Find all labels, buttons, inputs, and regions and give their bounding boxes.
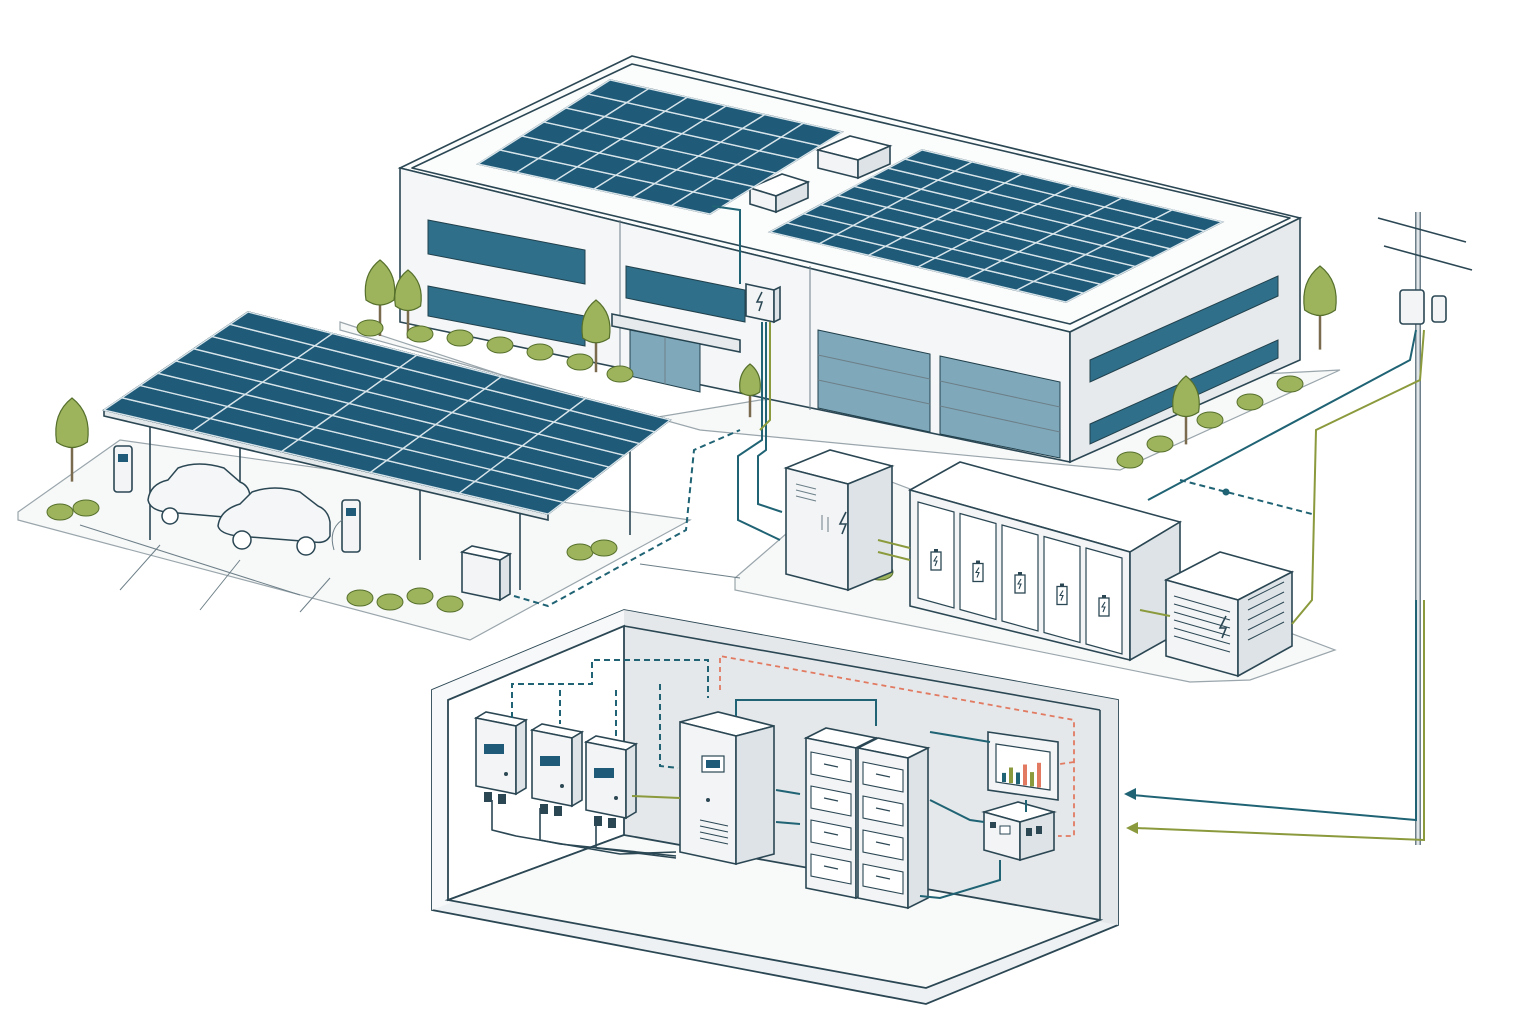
battery-module-door (1043, 535, 1081, 644)
shrub (46, 503, 74, 521)
parked-car (217, 487, 331, 556)
tree (55, 397, 89, 482)
shrub (1116, 451, 1144, 469)
shrub (376, 593, 404, 611)
ev-charger (113, 445, 133, 493)
string-inverter-group (473, 711, 639, 828)
shrub (406, 587, 434, 605)
solar-panel-cell (779, 122, 844, 147)
rooftop-solar-array-west (475, 79, 845, 215)
tree (1303, 265, 1337, 350)
shrub (446, 329, 474, 347)
shrub (1146, 435, 1174, 453)
main-inverter-cabinet (783, 449, 895, 592)
shrub (590, 539, 618, 557)
pole-transformer (1399, 289, 1447, 325)
monitor-bar (1009, 767, 1013, 784)
shrub (526, 343, 554, 361)
rooftop-hvac-unit (747, 173, 811, 214)
battery-icon (1014, 572, 1026, 594)
carport-solar-array (102, 311, 672, 515)
battery-drawer (862, 829, 904, 861)
battery-drawer (810, 853, 852, 885)
lightning-bolt-icon (755, 291, 764, 312)
bar-chart-icon (1002, 762, 1041, 788)
equipment-room-wiring (491, 654, 1075, 900)
shrub (606, 365, 634, 383)
battery-module-door (1085, 547, 1123, 655)
shrub (566, 543, 594, 561)
shrub (72, 499, 100, 517)
battery-icon (930, 549, 942, 571)
power-conversion-cabinet (679, 711, 775, 866)
shrub (436, 595, 464, 613)
carport-inverter-cabinet (459, 545, 513, 602)
battery-module-door (917, 501, 955, 609)
rooftop-solar-array-east (767, 149, 1225, 303)
battery-drawer (810, 751, 852, 783)
tree (739, 363, 761, 418)
monitor-bar (1016, 772, 1020, 785)
shrub (1196, 411, 1224, 429)
lightning-bolt-icon (1218, 615, 1228, 639)
energy-management-controller (981, 801, 1057, 862)
battery-rack-column (855, 737, 931, 910)
pad-mount-transformer (1163, 551, 1295, 678)
battery-drawer (810, 819, 852, 851)
solar-panel-cell (568, 397, 672, 433)
tree (1172, 375, 1200, 445)
string-inverter (529, 723, 585, 816)
tree (581, 299, 611, 373)
string-inverter (473, 711, 529, 804)
shrub (406, 325, 434, 343)
battery-drawer (862, 863, 904, 895)
battery-drawer (862, 795, 904, 827)
shrub (346, 589, 374, 607)
battery-module-door (959, 512, 997, 621)
building-disconnect-box (745, 283, 781, 324)
monitor-bar (1023, 764, 1027, 786)
battery-module-door (1001, 524, 1039, 632)
lightning-bolt-icon (838, 511, 848, 535)
shrub (1236, 393, 1264, 411)
shrub (566, 353, 594, 371)
monitor-bar (1030, 772, 1034, 787)
battery-icon (1098, 595, 1110, 617)
ev-charger (331, 499, 361, 553)
battery-icon (972, 560, 984, 583)
battery-drawer (862, 761, 904, 793)
battery-drawer (810, 785, 852, 817)
solar-panel-cell (1152, 209, 1224, 232)
energy-monitor-display (987, 731, 1059, 801)
landscaping (46, 259, 1337, 613)
string-inverter (583, 735, 639, 828)
battery-rack (803, 727, 931, 910)
power-flow-lines (513, 205, 1425, 842)
battery-storage-container (907, 461, 1183, 662)
battery-icon (1056, 583, 1068, 606)
monitor-bar (1002, 772, 1006, 782)
monitor-bar (1037, 762, 1041, 788)
shrub (356, 319, 384, 337)
rooftop-hvac-unit (815, 135, 893, 180)
shrub (486, 336, 514, 354)
utility-pole (1377, 212, 1473, 845)
shrub (1276, 375, 1304, 393)
